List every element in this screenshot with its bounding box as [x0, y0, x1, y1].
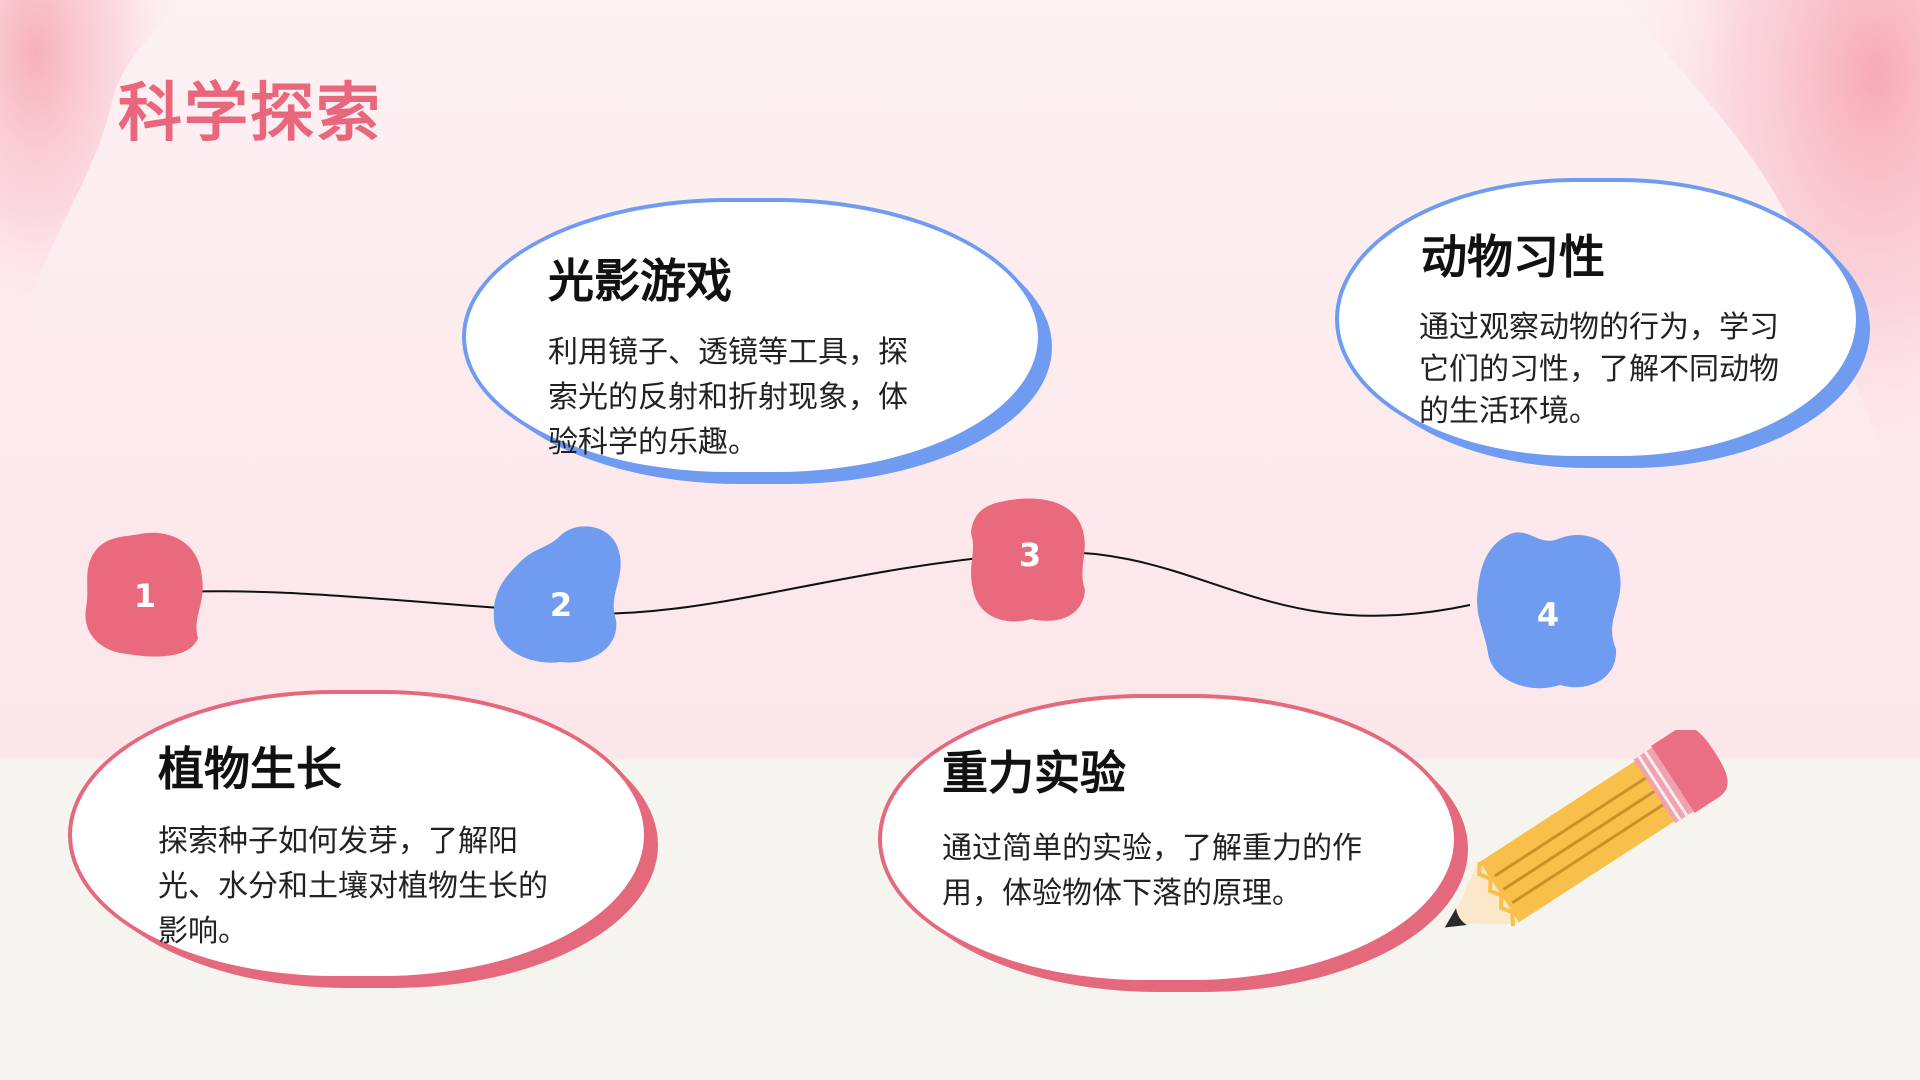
card-title: 植物生长: [158, 742, 342, 796]
card-animal-habits: 动物习性 通过观察动物的行为，学习它们的习性，了解不同动物的生活环境。: [1335, 178, 1860, 460]
card-title: 重力实验: [942, 746, 1126, 800]
marker-number: 2: [549, 586, 573, 624]
blob-shape: [85, 532, 203, 657]
card-description: 探索种子如何发芽，了解阳光、水分和土壤对植物生长的影响。: [158, 824, 548, 949]
blob-shape: [493, 526, 621, 663]
card-title: 光影游戏: [548, 254, 732, 308]
card-plant-growth: 植物生长 探索种子如何发芽，了解阳光、水分和土壤对植物生长的影响。: [68, 690, 648, 980]
marker-1: 1: [80, 528, 210, 663]
pencil-icon: [1444, 730, 1728, 928]
marker-number: 3: [1018, 535, 1042, 574]
card-light-shadow-game: 光影游戏 利用镜子、透镜等工具，探索光的反射和折射现象，体验科学的乐趣。: [462, 198, 1042, 476]
blob-shape: [971, 498, 1085, 622]
marker-number: 4: [1536, 596, 1560, 634]
card-gravity-experiment: 重力实验 通过简单的实验，了解重力的作用，体验物体下落的原理。: [878, 694, 1458, 984]
card-title: 动物习性: [1421, 230, 1605, 284]
page-title: 科学探索: [118, 77, 382, 151]
marker-number: 1: [133, 576, 157, 615]
card-description: 利用镜子、透镜等工具，探索光的反射和折射现象，体验科学的乐趣。: [548, 335, 908, 460]
blob-shape: [1477, 532, 1621, 689]
marker-3: 3: [965, 495, 1095, 630]
card-description: 通过观察动物的行为，学习它们的习性，了解不同动物的生活环境。: [1419, 310, 1779, 429]
marker-4: 4: [1468, 525, 1628, 693]
card-description: 通过简单的实验，了解重力的作用，体验物体下落的原理。: [942, 831, 1362, 911]
marker-2: 2: [490, 520, 632, 670]
